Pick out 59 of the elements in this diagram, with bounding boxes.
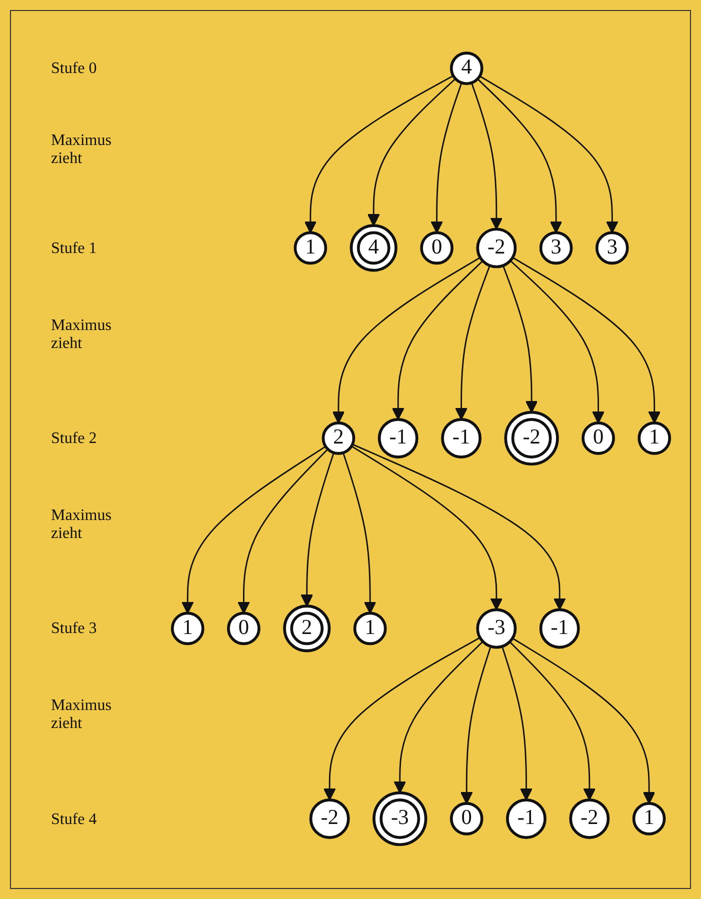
arrow <box>455 265 490 420</box>
game-tree-diagram: 4 1 4 0 -2 3 3 2 -1 -1 -2 0 1 1 0 2 1 -3 -1 -2 -3 0 -1 -2 1 <box>161 21 681 876</box>
node-circle <box>476 228 517 268</box>
arrow <box>181 446 326 614</box>
arrow <box>332 256 481 424</box>
node-circle <box>378 418 418 458</box>
node-circle <box>582 422 615 455</box>
arrow <box>352 444 566 610</box>
node-circle <box>309 798 350 839</box>
node-circle <box>322 422 356 455</box>
arrow <box>394 641 484 794</box>
node-circle <box>539 608 580 649</box>
move-note: Maximus zieht <box>51 697 112 734</box>
arrow <box>430 82 462 234</box>
arrow <box>304 75 454 234</box>
move-note: Maximus zieht <box>51 506 112 543</box>
level-label: Stufe 2 <box>51 430 98 448</box>
arrow <box>501 646 532 800</box>
arrow <box>300 452 334 607</box>
arrow <box>502 265 538 413</box>
arrow <box>512 638 656 804</box>
arrow <box>479 76 618 234</box>
level-label: Stufe 1 <box>51 240 98 258</box>
arrow <box>512 256 661 424</box>
level-label: Stufe 3 <box>51 620 98 638</box>
node-circle <box>595 231 629 265</box>
node-circle <box>420 231 454 265</box>
level-label: Stufe 0 <box>51 60 98 78</box>
arrow <box>323 637 480 800</box>
node-circle <box>506 798 546 839</box>
arrow <box>367 78 456 226</box>
node-circle <box>350 224 398 272</box>
arrow <box>392 260 484 420</box>
level-label: Stufe 4 <box>51 810 98 829</box>
arrow <box>470 82 503 230</box>
node-circle <box>450 802 484 836</box>
node-circle <box>450 52 484 86</box>
arrow <box>509 641 596 800</box>
node-circle <box>294 231 328 265</box>
node-circle <box>353 612 387 646</box>
node-circle <box>170 612 204 646</box>
arrow <box>510 260 605 424</box>
arrow <box>342 452 376 614</box>
node-circle <box>476 608 517 649</box>
node-circle <box>569 798 610 839</box>
node-circle <box>638 422 672 455</box>
node-circle <box>441 418 482 458</box>
arrow <box>460 646 492 804</box>
node-circle <box>372 791 428 846</box>
node-circle <box>632 802 666 836</box>
arrow <box>477 78 562 234</box>
node-circle <box>539 231 573 265</box>
node-circle <box>504 410 559 466</box>
node-circle <box>283 604 331 652</box>
arrow <box>237 448 328 614</box>
move-note: Maximus zieht <box>51 132 112 168</box>
node-circle <box>227 612 260 646</box>
move-note: Maximus zieht <box>51 316 112 353</box>
arrow <box>351 446 503 610</box>
